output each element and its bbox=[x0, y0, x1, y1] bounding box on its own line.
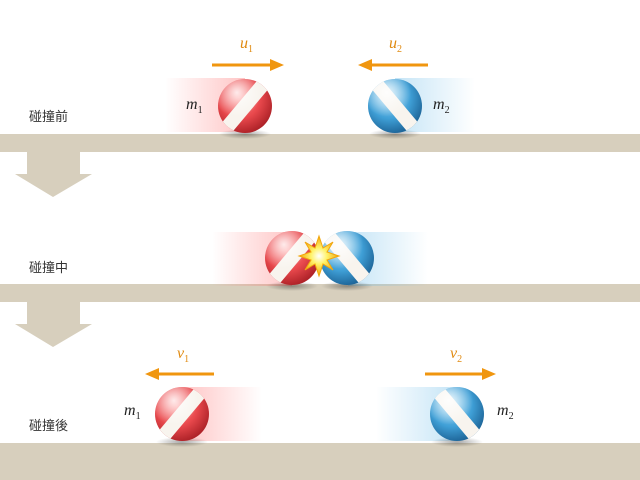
ball-m1-after bbox=[155, 387, 209, 447]
floor-during bbox=[0, 284, 640, 302]
ball-m2-during bbox=[320, 231, 374, 291]
velocity-label-v2: v2 bbox=[450, 345, 462, 365]
spark-icon bbox=[297, 234, 341, 278]
velocity-arrow-v1 bbox=[145, 368, 214, 380]
stage-arrow-2 bbox=[15, 302, 92, 347]
stage-label-after: 碰撞後 bbox=[29, 419, 68, 434]
mass-label-m2-after: m2 bbox=[497, 402, 514, 422]
ball-m2-after bbox=[430, 387, 484, 447]
ball-m2 bbox=[368, 79, 422, 139]
ball-m1-during bbox=[265, 231, 319, 291]
floor-before bbox=[0, 134, 640, 152]
ball-m1 bbox=[218, 79, 272, 139]
velocity-arrow-v2 bbox=[425, 368, 496, 380]
mass-label-m1: m1 bbox=[186, 96, 203, 116]
mass-label-m2: m2 bbox=[433, 96, 450, 116]
mass-label-m1-after: m1 bbox=[124, 402, 141, 422]
velocity-label-u1: u1 bbox=[240, 35, 253, 55]
floor-after bbox=[0, 443, 640, 480]
stage-arrow-1 bbox=[15, 152, 92, 197]
stage-label-before: 碰撞前 bbox=[29, 109, 68, 125]
velocity-label-u2: u2 bbox=[389, 35, 402, 55]
velocity-label-v1: v1 bbox=[177, 345, 189, 365]
velocity-arrow-u2 bbox=[358, 59, 428, 71]
velocity-arrow-u1 bbox=[212, 59, 284, 71]
stage-label-during: 碰撞中 bbox=[29, 261, 68, 276]
